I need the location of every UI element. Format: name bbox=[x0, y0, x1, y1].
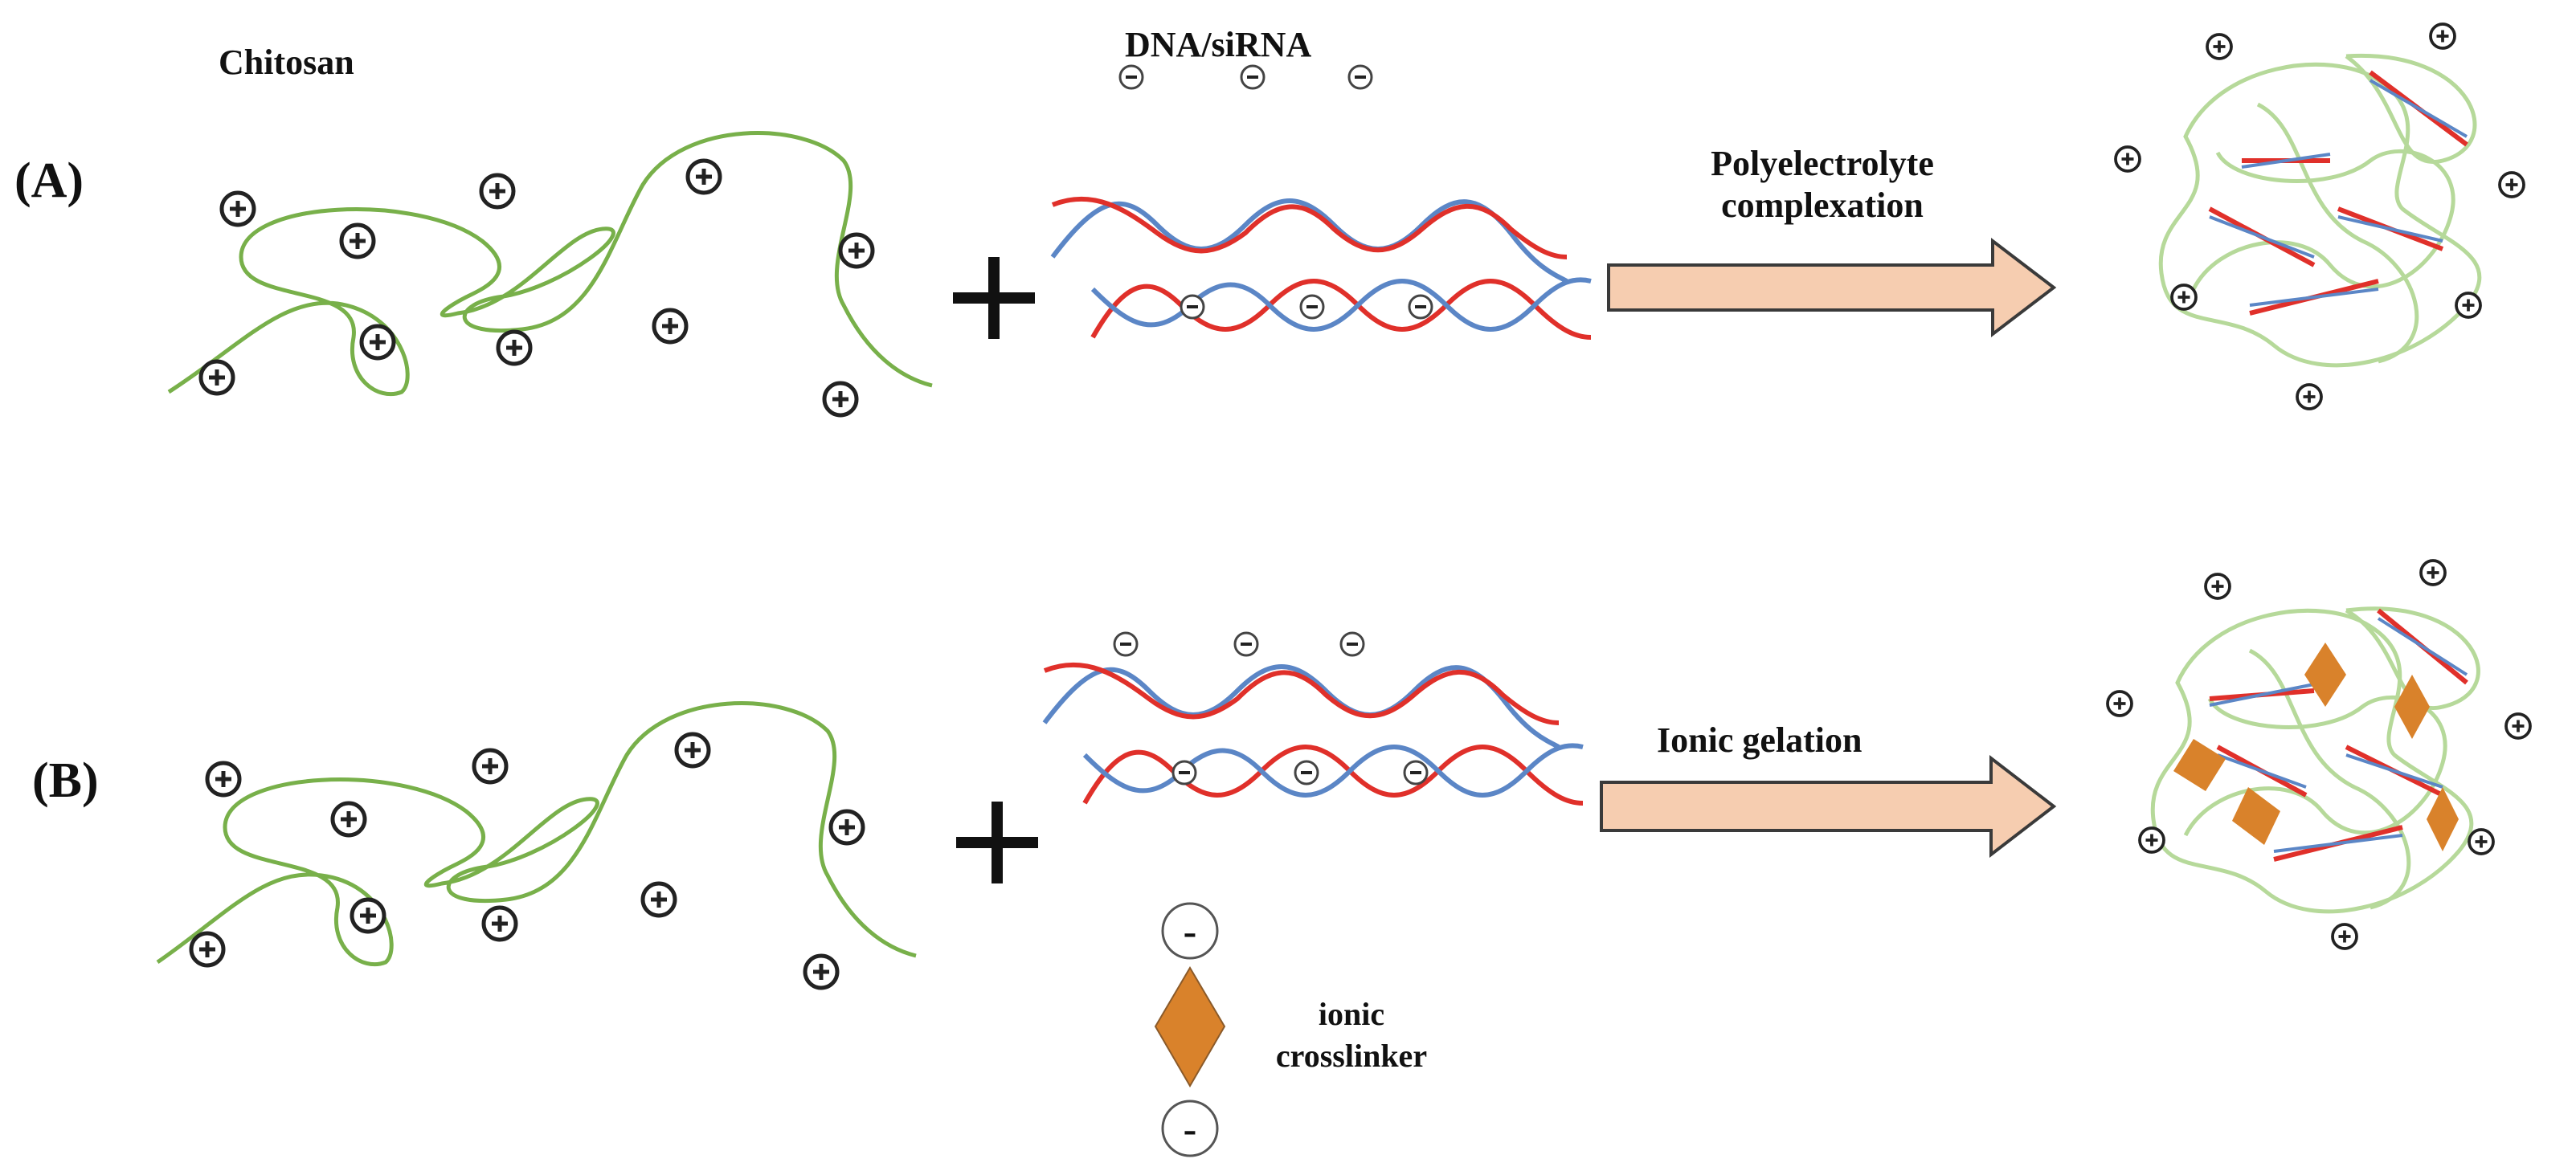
plus-circle-icon bbox=[2206, 33, 2233, 60]
plus-circle-icon bbox=[688, 161, 720, 193]
plus-circle-icon bbox=[207, 763, 239, 795]
positive-charges-b bbox=[191, 734, 863, 988]
plus-circle-icon bbox=[677, 734, 709, 766]
process-arrow-b: Ionic gelation bbox=[1600, 720, 2057, 859]
plus-circle-icon bbox=[481, 175, 513, 207]
panel-a: (A) Chitosan DNA/siRNA bbox=[14, 22, 2525, 415]
crosslinker-bottom-charge: - bbox=[1184, 1106, 1197, 1151]
ionic-crosslinker-legend: - - ionic crosslinker bbox=[1154, 902, 1427, 1157]
nanoparticle-a bbox=[2114, 22, 2525, 410]
plus-circle-icon bbox=[831, 811, 863, 843]
minus-circle-icon bbox=[1113, 631, 1139, 657]
diamond-icon bbox=[1154, 966, 1226, 1087]
dna-double-helix-a bbox=[1050, 64, 1592, 340]
minus-circle-icon bbox=[1161, 902, 1219, 960]
plus-circle-icon bbox=[2419, 559, 2447, 586]
crosslinker-label-line1: ionic bbox=[1319, 996, 1384, 1032]
minus-circle-icon bbox=[1294, 760, 1319, 785]
plus-circle-icon bbox=[222, 193, 254, 225]
crosslinker-label-line2: crosslinker bbox=[1276, 1038, 1427, 1074]
plus-circle-icon bbox=[840, 235, 873, 267]
plus-circle-icon bbox=[2331, 923, 2358, 950]
minus-circle-icon bbox=[1180, 294, 1205, 320]
plus-circle-icon bbox=[805, 956, 837, 988]
minus-circle-icon bbox=[1299, 294, 1325, 320]
plus-circle-icon bbox=[643, 883, 675, 916]
plus-circle-icon bbox=[2106, 690, 2133, 717]
minus-circle-icon bbox=[1240, 64, 1266, 90]
minus-circle-icon bbox=[1408, 294, 1433, 320]
step-b-label: Ionic gelation bbox=[1657, 720, 1862, 760]
minus-circle-icon bbox=[1161, 1100, 1219, 1157]
minus-circle-icon bbox=[1339, 631, 1365, 657]
plus-circle-icon bbox=[2138, 826, 2165, 854]
step-a-label-line2: complexation bbox=[1721, 186, 1924, 225]
plus-circle-icon bbox=[362, 326, 394, 358]
chitosan-label: Chitosan bbox=[219, 43, 354, 82]
chitosan-chain-a bbox=[167, 131, 933, 397]
minus-circle-icon bbox=[1171, 760, 1197, 785]
plus-circle-icon bbox=[654, 310, 686, 342]
dna-double-helix-b bbox=[1042, 631, 1584, 806]
panel-b-label: (B) bbox=[32, 753, 99, 808]
nanoparticle-b bbox=[2106, 559, 2532, 950]
minus-circle-icon bbox=[1347, 64, 1373, 90]
plus-circle-icon bbox=[2114, 145, 2141, 173]
plus-sign-b bbox=[956, 802, 1038, 883]
plus-circle-icon bbox=[333, 803, 365, 835]
plus-circle-icon bbox=[2468, 828, 2495, 855]
dna-sirna-label: DNA/siRNA bbox=[1125, 25, 1311, 64]
plus-circle-icon bbox=[824, 383, 857, 415]
plus-circle-icon bbox=[2296, 383, 2323, 410]
plus-circle-icon bbox=[2204, 573, 2231, 600]
plus-circle-icon bbox=[2455, 292, 2482, 319]
minus-circle-icon bbox=[1403, 760, 1429, 785]
plus-circle-icon bbox=[2498, 171, 2525, 198]
minus-circle-icon bbox=[1118, 64, 1144, 90]
panel-a-label: (A) bbox=[14, 153, 84, 208]
process-arrow-a: Polyelectrolyte complexation bbox=[1607, 144, 2057, 338]
plus-circle-icon bbox=[474, 750, 506, 782]
plus-circle-icon bbox=[191, 933, 223, 965]
plus-sign-a bbox=[953, 257, 1035, 339]
right-arrow-icon bbox=[1600, 754, 2057, 859]
plus-circle-icon bbox=[484, 908, 516, 940]
plus-circle-icon bbox=[352, 900, 384, 932]
plus-circle-icon bbox=[498, 332, 530, 364]
panel-b: (B) bbox=[32, 559, 2532, 1157]
crosslinker-top-charge: - bbox=[1184, 908, 1197, 953]
plus-circle-icon bbox=[2504, 712, 2532, 740]
plus-circle-icon bbox=[341, 225, 374, 257]
step-a-label-line1: Polyelectrolyte bbox=[1711, 144, 1934, 183]
minus-circle-icon bbox=[1233, 631, 1259, 657]
plus-circle-icon bbox=[2429, 22, 2456, 50]
plus-circle-icon bbox=[201, 361, 233, 394]
right-arrow-icon bbox=[1607, 237, 2057, 338]
plus-circle-icon bbox=[2170, 284, 2198, 311]
chitosan-chain-b bbox=[156, 701, 917, 967]
